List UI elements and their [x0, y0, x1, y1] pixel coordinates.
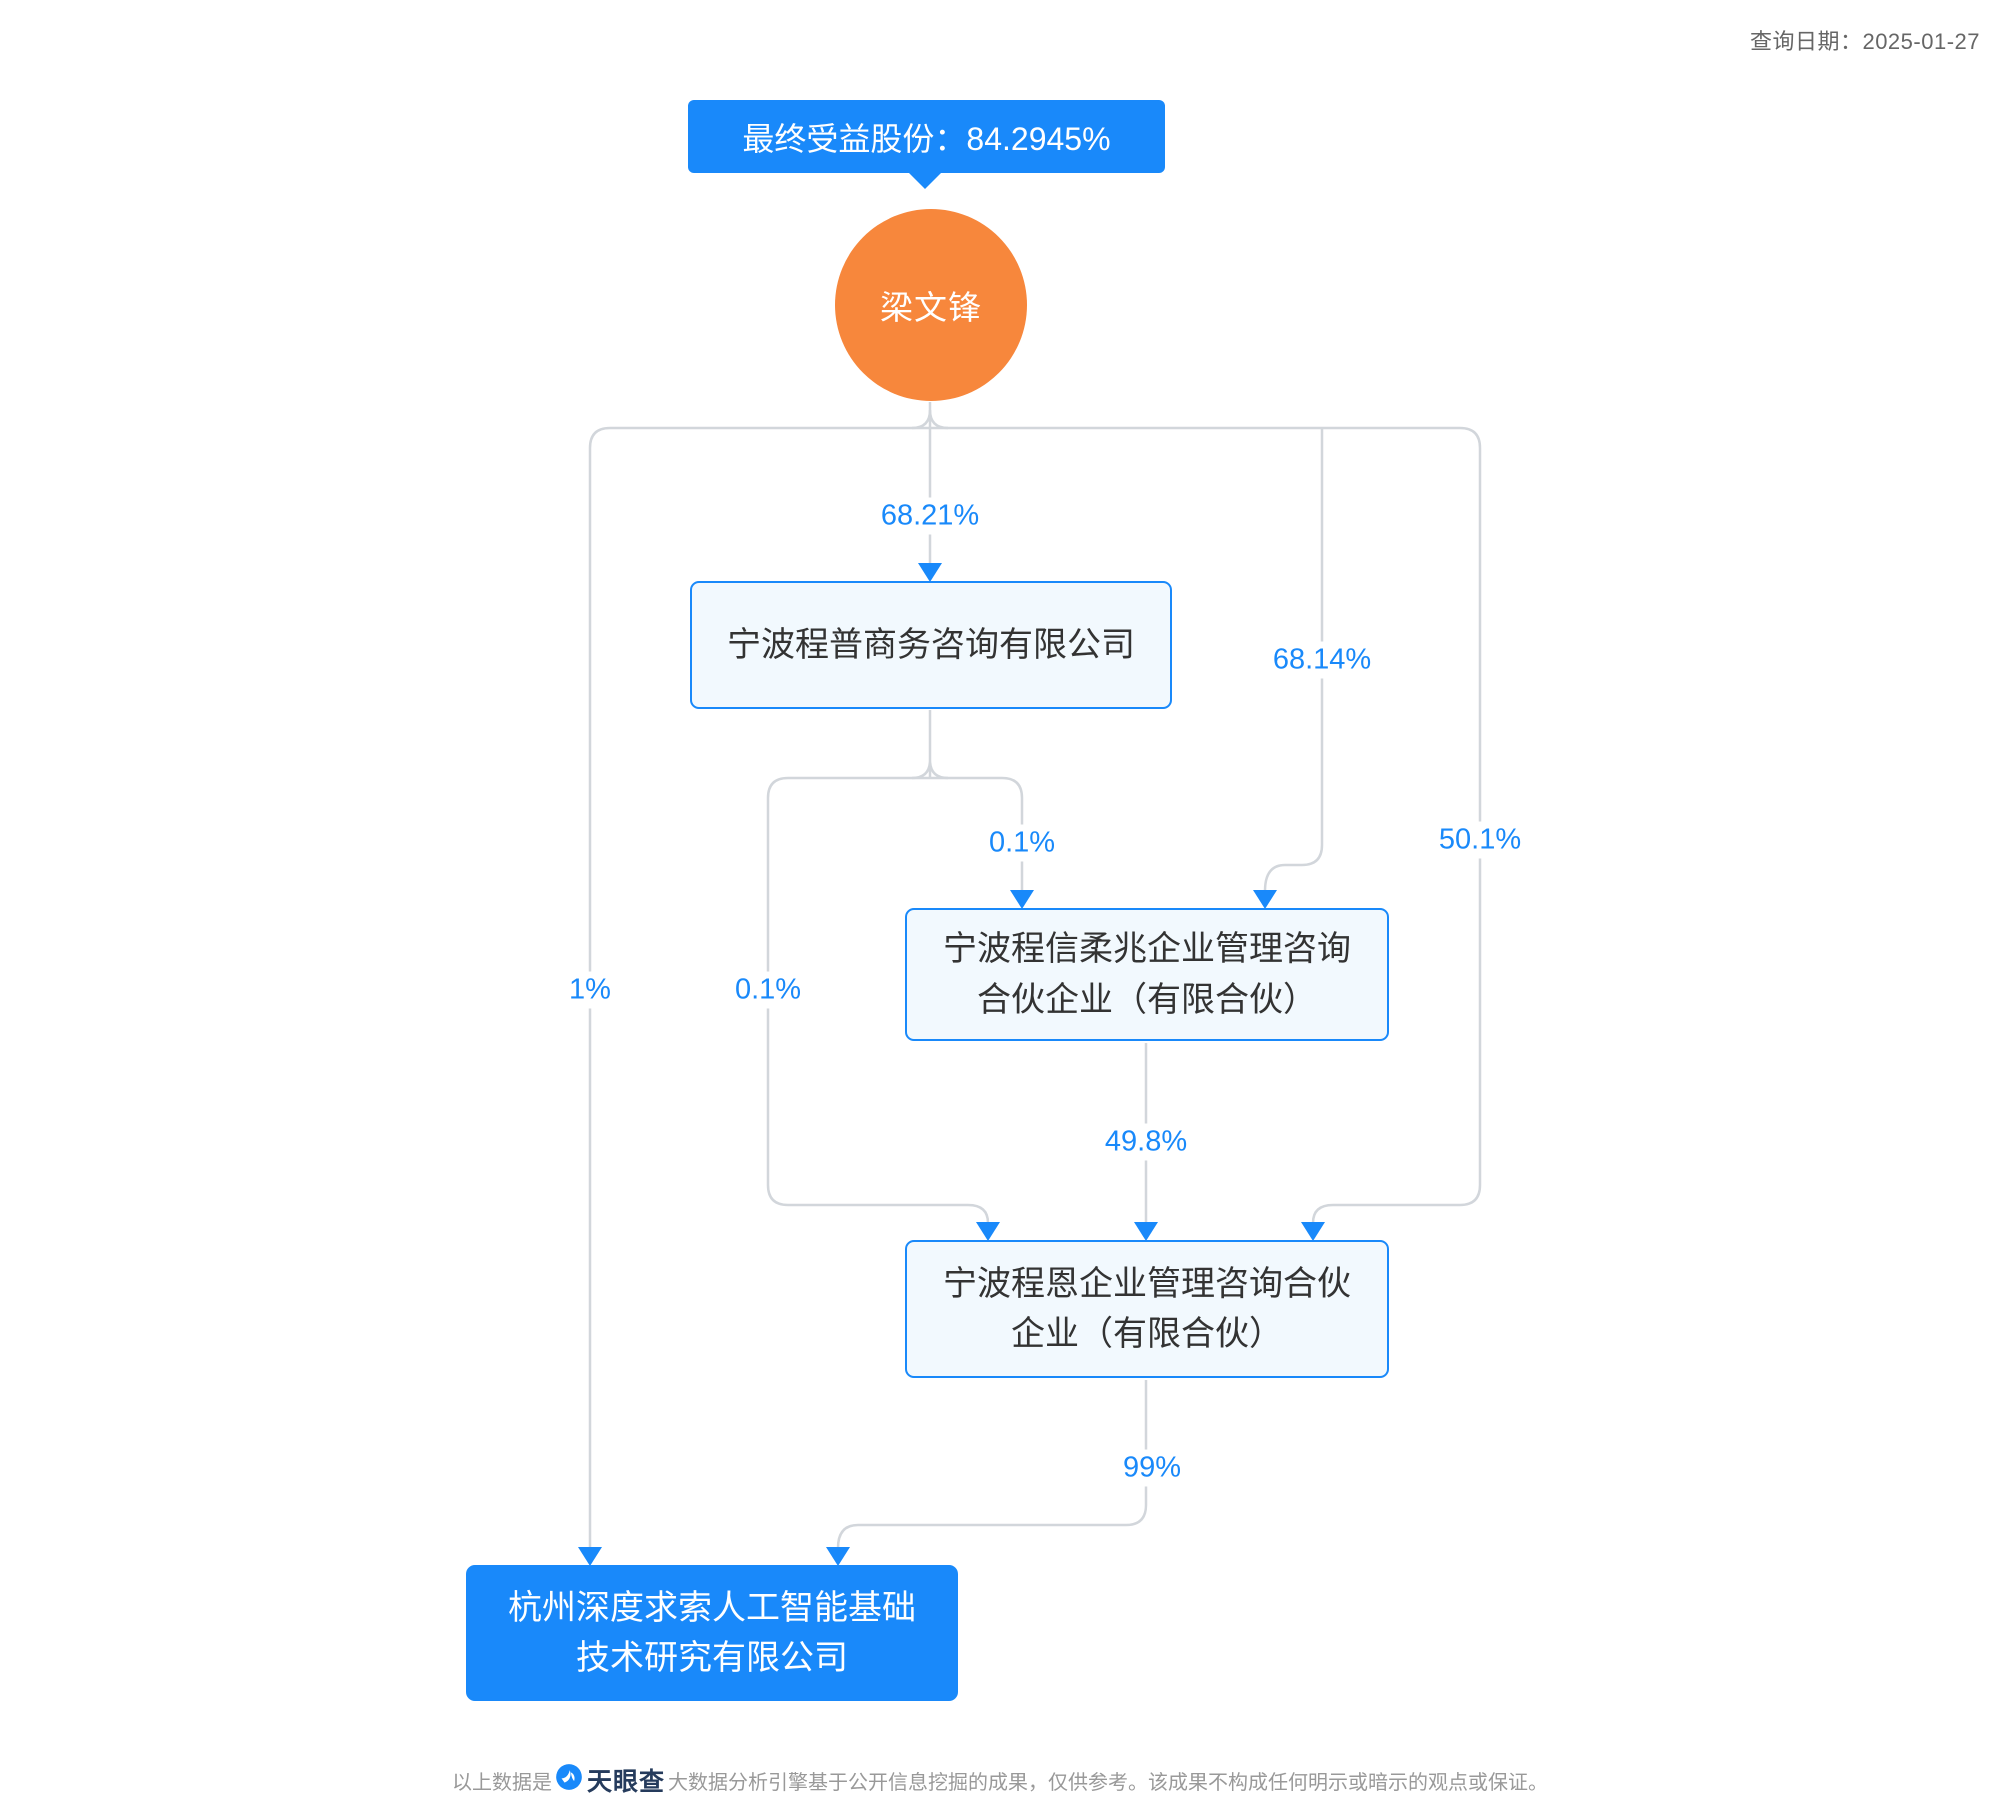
edge-label-chengpu-chengxin: 0.1% [979, 824, 1065, 862]
edge-label-liang-chengxin: 68.14% [1263, 641, 1381, 679]
beneficial-share-text: 最终受益股份：84.2945% [742, 120, 1111, 157]
company-name: 宁波程普商务咨询有限公司 [727, 625, 1135, 664]
person-name: 梁文锋 [880, 289, 982, 326]
beneficial-share-tooltip: 最终受益股份：84.2945% [688, 100, 1165, 189]
arrow-into-chengen-right [1301, 1222, 1325, 1241]
node-company-chengxin[interactable]: 宁波程信柔兆企业管理咨询 合伙企业（有限合伙） [905, 908, 1389, 1041]
arrow-into-chengen-mid [1134, 1222, 1158, 1241]
footer-disclaimer: 以上数据是 天眼查 大数据分析引擎基于公开信息挖掘的成果，仅供参考。该成果不构成… [0, 1760, 2000, 1800]
arrow-into-deepseek-right [826, 1547, 850, 1566]
node-person-liangwenfeng[interactable]: 梁文锋 [835, 209, 1027, 401]
footer-suffix: 大数据分析引擎基于公开信息挖掘的成果，仅供参考。该成果不构成任何明示或暗示的观点… [668, 1771, 1548, 1794]
edge-liang-deepseek-and-chengen [588, 426, 1482, 1548]
company-name: 宁波程信柔兆企业管理咨询 合伙企业（有限合伙） [943, 930, 1351, 1019]
arrow-into-chengxin-right [1253, 890, 1277, 909]
edge-liang-chengxin [1263, 428, 1324, 892]
tianyancha-logo-icon [555, 1763, 583, 1797]
tianyancha-brand-text: 天眼查 [586, 1768, 665, 1796]
edge-chengen-deepseek [836, 1380, 1148, 1549]
node-company-deepseek[interactable]: 杭州深度求索人工智能基础 技术研究有限公司 [466, 1565, 958, 1701]
company-name: 宁波程恩企业管理咨询合伙 企业（有限合伙） [943, 1264, 1351, 1353]
edge-label-chengpu-chengen: 0.1% [725, 971, 811, 1009]
node-company-chengpu[interactable]: 宁波程普商务咨询有限公司 [690, 581, 1172, 709]
arrow-into-chengpu [918, 563, 942, 582]
edge-label-chengen-deepseek: 99% [1113, 1449, 1191, 1487]
edge-label-liang-deepseek: 1% [560, 971, 620, 1009]
arrow-into-chengxin-left [1010, 890, 1034, 909]
edge-label-liang-chengen: 50.1% [1429, 821, 1531, 859]
arrow-into-chengen-left [976, 1222, 1000, 1241]
arrow-into-deepseek-left [578, 1547, 602, 1566]
tooltip-pointer [908, 172, 942, 189]
footer-prefix: 以上数据是 [451, 1771, 552, 1794]
edge-chengpu-stem [911, 710, 949, 780]
company-name: 杭州深度求索人工智能基础 技术研究有限公司 [508, 1588, 916, 1677]
query-date: 查询日期：2025-01-27 [1749, 29, 1980, 54]
edge-chengpu-children [766, 776, 1024, 1224]
node-company-chengen[interactable]: 宁波程恩企业管理咨询合伙 企业（有限合伙） [905, 1240, 1389, 1378]
tianyancha-logo: 天眼查 [555, 1762, 665, 1798]
edge-label-chengxin-chengen: 49.8% [1095, 1123, 1197, 1161]
edge-label-liang-chengpu: 68.21% [871, 497, 989, 535]
